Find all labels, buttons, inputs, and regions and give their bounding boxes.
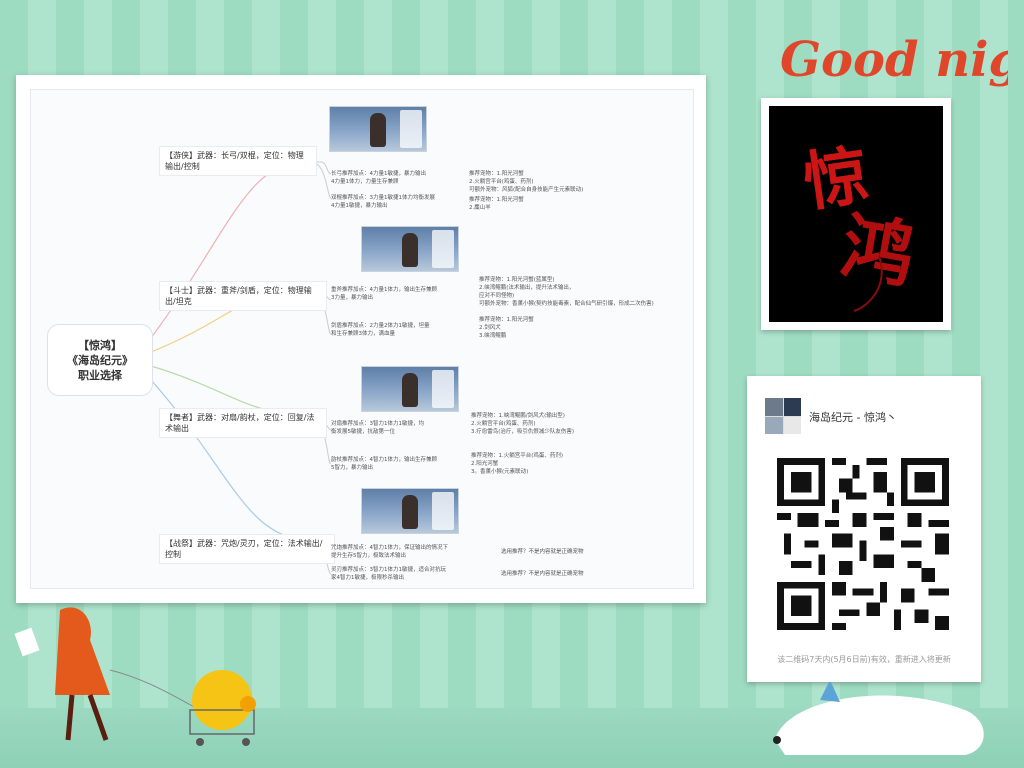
group-avatar [765, 398, 801, 434]
recommendation-node: 选用推荐？不是内容就是正确宠物 [501, 571, 584, 577]
recommendation-node: 推荐宠物：1.阳光河蟹 2.火躺宫平台(鸡蛋、药剂) 可额外宠物：风狐(配合自身… [469, 171, 584, 193]
girl-with-cart-illustration [14, 607, 256, 746]
goodnight-text: Good night [780, 32, 1008, 88]
sub-node: 咒炮推荐加点：4智力1体力，保证输出的情况下 提升生存5智力，极致法术输出 [331, 545, 449, 559]
class-node-warpriest: 【战祭】武器：咒炮/灵刃，定位：法术输出/控制 [159, 534, 335, 564]
class-node-fighter: 【斗士】武器：重斧/剑盾，定位：物理输出/坦克 [159, 281, 327, 311]
root-line2: 《海岛纪元》 [67, 353, 133, 367]
sub-node: 双棍推荐加点：3力量1敏捷1体力均衡发展 4力量1敏捷，暴力输出 [331, 195, 435, 209]
sub-node: 对扇推荐加点：3智力1体力1敏捷，均 衡发展5敏捷，抗敌第一位 [331, 421, 424, 435]
class-node-dancer: 【舞者】武器：对扇/韵杖，定位：回复/法术输出 [159, 408, 327, 438]
class-thumbnail-4 [361, 488, 459, 534]
class-thumbnail-2 [361, 226, 459, 272]
group-qr-card: 海岛纪元 - 惊鸿丶 该二维码7天内(5月6日前)有效，重新进入将更新 [747, 376, 981, 682]
class-thumbnail-3 [361, 366, 459, 412]
recommendation-node: 选用推荐？不是内容就是正确宠物 [501, 549, 584, 555]
game-logo: 惊 鸿 [769, 106, 943, 322]
group-name: 海岛纪元 - 惊鸿丶 [809, 411, 897, 424]
root-line3: 职业选择 [78, 368, 122, 382]
logo-char-2: 鸿 [835, 202, 921, 298]
sub-node: 灵刃推荐加点：3智力1体力1敏捷，适合对抗玩 家4智力1敏捷，极限秒杀输出 [331, 567, 446, 581]
polar-bear-illustration [773, 676, 984, 755]
recommendation-node: 推荐宠物：1.阳光河蟹 2.剑风犬 3.峡湾鲲鹏 [479, 317, 534, 339]
root-line1: 【惊鸿】 [78, 338, 122, 352]
recommendation-node: 推荐宠物：1.火躺宫平台(鸡蛋、药剂) 2.阳光河蟹 3。香薰小猴(元素联动) [471, 453, 564, 475]
sub-node: 重斧推荐加点：4力量1体力，输出生存兼顾 3力量，暴力输出 [331, 287, 437, 301]
sub-node: 长弓推荐加点：4力量1敏捷，暴力输出 4力量1体力，力量生存兼顾 [331, 171, 426, 185]
mindmap-canvas: 【惊鸿】 《海岛纪元》 职业选择 【游侠】武器：长弓/双棍，定位：物理 输出/控… [30, 89, 694, 589]
goodnight-title: Good night [780, 32, 1008, 88]
class-thumbnail-1 [329, 106, 427, 152]
mindmap-card: 【惊鸿】 《海岛纪元》 职业选择 【游侠】武器：长弓/双棍，定位：物理 输出/控… [16, 75, 706, 603]
recommendation-node: 推荐宠物：1.阳光河蟹 2.麋山羊 [469, 197, 524, 211]
qr-code[interactable] [777, 458, 949, 630]
recommendation-node: 推荐宠物：1.阳光河蟹(蓝属型) 2.峡湾鲲鹏(法术输出，提升法术输出， 应对不… [479, 277, 654, 307]
sub-node: 剑盾推荐加点：2力量2体力1敏捷，坦量 和生存兼顾3体力，满血量 [331, 323, 430, 337]
game-logo-card: 惊 鸿 [761, 98, 951, 330]
logo-char-1: 惊 [799, 138, 873, 221]
recommendation-node: 推荐宠物：1.峡湾鲲鹏/剑风犬(输出型) 2.火躺宫平台(鸡蛋、药剂) 3.疗愈… [471, 413, 575, 435]
sub-node: 韵杖推荐加点：4智力1体力，输出生存兼顾 5智力，暴力输出 [331, 457, 437, 471]
root-node: 【惊鸿】 《海岛纪元》 职业选择 [47, 324, 153, 396]
qr-expiry-note: 该二维码7天内(5月6日前)有效，重新进入将更新 [777, 655, 951, 664]
class-node-ranger: 【游侠】武器：长弓/双棍，定位：物理 输出/控制 [159, 146, 317, 176]
